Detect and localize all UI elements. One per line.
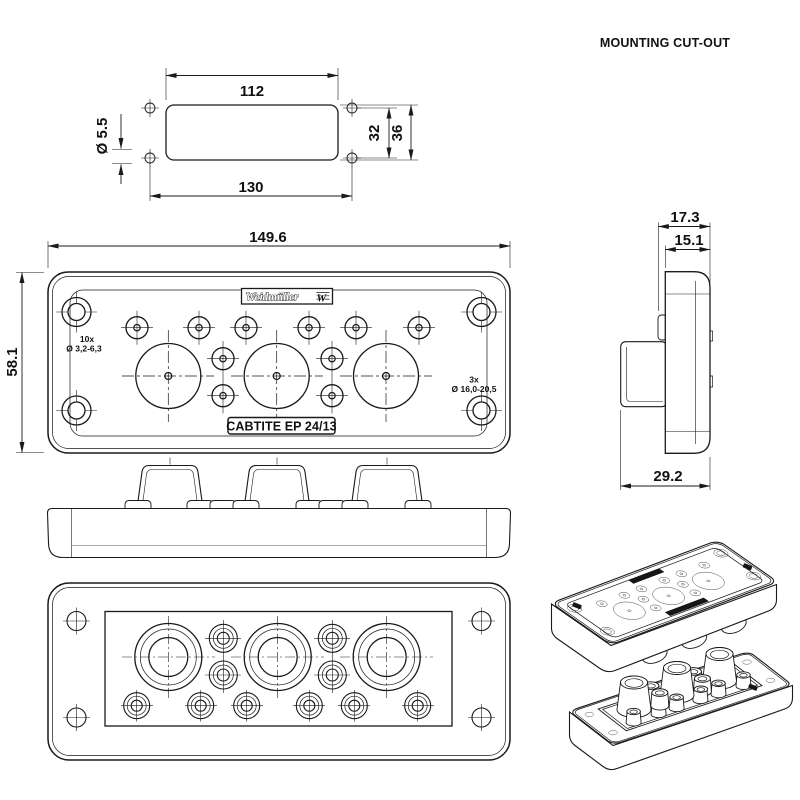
front-face	[69, 289, 488, 437]
rear-corner-holes	[63, 607, 495, 731]
dim-front-height: 58.1	[4, 347, 21, 376]
cutout-opening	[165, 104, 339, 161]
dim-cutout-vpitch: 32	[366, 125, 383, 142]
dim-depth-total: 29.2	[653, 468, 682, 485]
front-view: Weidmüller W CABTITE EP 24/13 10x Ø 3,2-…	[4, 229, 511, 454]
small-cable-entries	[121, 310, 435, 414]
front-body-outline	[47, 271, 511, 454]
product-name: CABTITE EP 24/13	[226, 420, 336, 434]
rear-body-outline	[47, 582, 511, 761]
brand-name: Weidmüller	[246, 292, 299, 304]
iso-back-thickness	[568, 684, 794, 771]
dim-depth-plate: 15.1	[674, 232, 703, 249]
side-plate-outline	[664, 271, 711, 454]
mounting-cutout-view: 112 130 32 36 Ø 5.5	[94, 68, 418, 201]
iso-front-thickness	[550, 583, 778, 673]
label-small-dia: Ø 3,2-6,3	[66, 344, 102, 354]
rear-medium-grommets	[205, 620, 350, 693]
brand-mark-stripes	[316, 292, 330, 300]
iso-product-label	[664, 597, 709, 616]
label-large-qty: 3x	[469, 375, 479, 385]
product-label: CABTITE EP 24/13	[226, 416, 337, 435]
rear-small-grommets	[121, 690, 434, 722]
large-cable-entries	[122, 330, 432, 422]
iso-view-front	[550, 540, 778, 673]
side-view: 17.3 15.1 29.2	[620, 209, 713, 490]
label-large-dia: Ø 16,0-20,5	[452, 384, 497, 394]
rear-block	[620, 341, 668, 408]
corner-mounting-holes	[56, 291, 502, 431]
brand-mark: W	[317, 293, 328, 305]
grommet-nubs	[124, 500, 432, 509]
iso-clip-mark	[748, 683, 758, 691]
dim-cutout-height: 36	[389, 125, 406, 142]
rear-large-grommets	[122, 616, 433, 700]
grommet-dome-inner	[141, 469, 419, 509]
brand-label: Weidmüller W	[240, 287, 334, 305]
rear-recess	[104, 610, 453, 727]
dim-front-width: 149.6	[249, 229, 287, 246]
iso-back-grommets	[616, 647, 752, 727]
dim-depth-with-clip: 17.3	[670, 209, 699, 226]
iso-clip-mark	[572, 602, 582, 610]
bottom-view	[47, 582, 511, 761]
label-small-qty: 10x	[80, 334, 94, 344]
fixing-hole	[144, 102, 358, 164]
dim-cutout-width: 112	[240, 83, 264, 100]
edge-profile-view	[46, 457, 512, 559]
iso-view-back	[568, 647, 794, 771]
iso-clip-mark	[742, 563, 753, 571]
plate-slab	[46, 507, 512, 559]
dim-cutout-hole-pitch: 130	[238, 179, 263, 196]
page-title: MOUNTING CUT-OUT	[600, 36, 730, 50]
fixing-hole-centerlines	[141, 99, 361, 167]
iso-brand-label	[628, 568, 665, 584]
grommet-domes	[136, 464, 424, 509]
dim-fixing-hole-dia: Ø 5.5	[94, 118, 111, 155]
